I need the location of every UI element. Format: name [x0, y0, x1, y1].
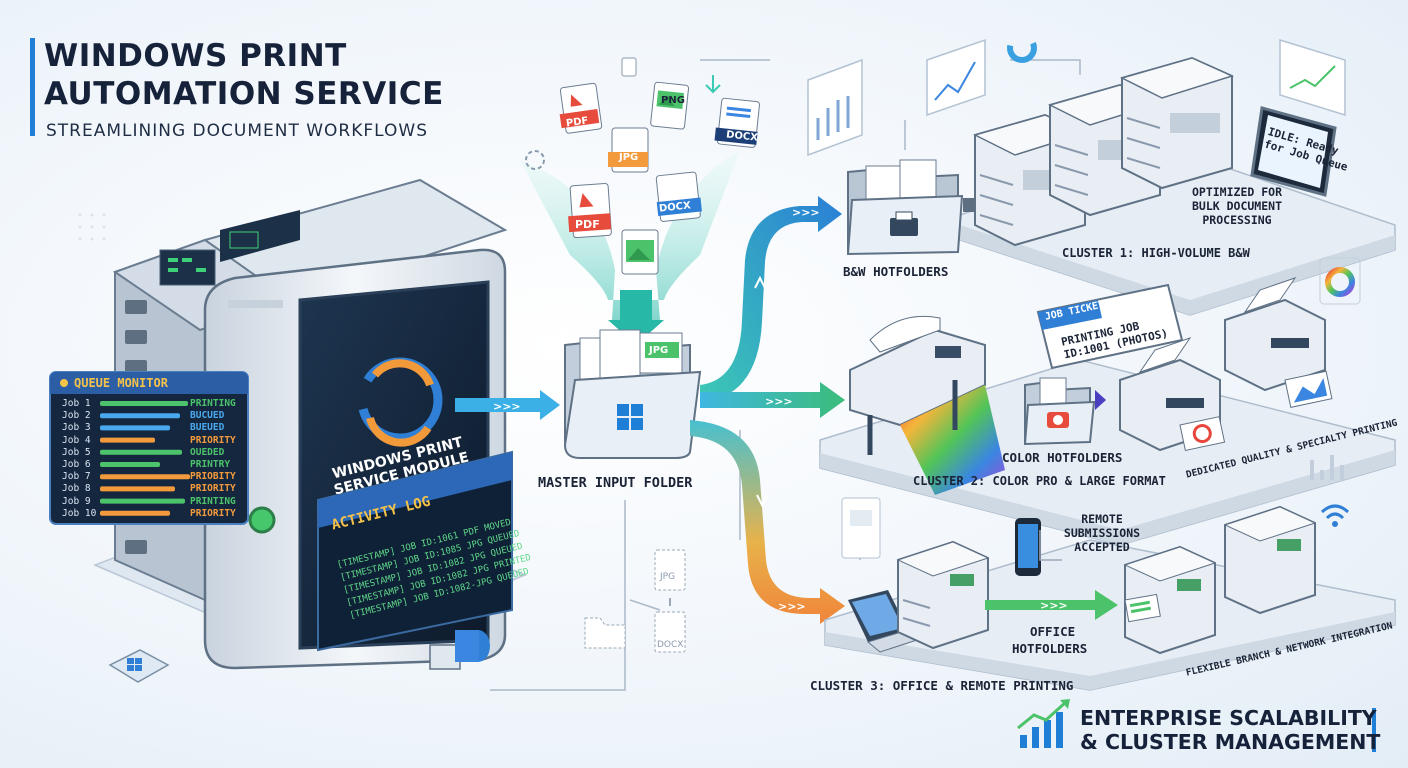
queue-job-status: PRINTING — [190, 495, 236, 507]
file-png: PNG — [661, 95, 685, 106]
queue-job-status: PRIORITY — [190, 483, 236, 495]
queue-job-bar — [100, 401, 188, 406]
flow-to-bw: >>> — [700, 196, 842, 402]
flow-to-color: >>> — [700, 382, 845, 418]
decor-trend — [1289, 65, 1336, 89]
page-subtitle: STREAMLINING DOCUMENT WORKFLOWS — [46, 121, 429, 141]
cluster3-remote-line3: ACCEPTED — [1074, 540, 1130, 554]
job-ticket-graphic — [1036, 283, 1184, 370]
server-to-folder-arrow: >>> — [455, 390, 560, 420]
queue-monitor-panel — [49, 371, 249, 525]
queue-job-bar — [100, 486, 175, 492]
idle-display — [1250, 106, 1337, 197]
title-accent-bar — [30, 38, 35, 136]
cluster1-note-line3: PROCESSING — [1202, 213, 1272, 227]
production-printers — [972, 56, 1235, 247]
file-pdf-mid: PDF — [575, 218, 600, 231]
queue-job-bar — [100, 413, 180, 419]
queue-job-bar — [100, 510, 170, 516]
queue-job-name: Job 9 — [62, 495, 91, 507]
bw-folder-label: B&W HOTFOLDERS — [843, 264, 949, 279]
queue-job-bar — [100, 498, 185, 504]
queue-job-status: BUCUED — [190, 410, 225, 422]
cluster3-remote-line1: REMOTE — [1081, 512, 1123, 526]
flying-files — [525, 57, 760, 275]
background-dots — [78, 213, 106, 241]
svg-text:>>>: >>> — [765, 395, 793, 408]
queue-job-name: Job 3 — [62, 422, 91, 434]
file-small-jpg: JPG — [660, 572, 676, 582]
office-flow-arrow: >>> — [985, 590, 1118, 620]
page-title-line2: AUTOMATION SERVICE — [44, 76, 444, 112]
activity-log-panel — [317, 450, 513, 652]
decor-donut — [1007, 33, 1037, 63]
queue-job-name: Job 7 — [62, 471, 91, 483]
footer-line2: & CLUSTER MANAGEMENT — [1080, 730, 1381, 754]
office-folder-label-line1: OFFICE — [1030, 624, 1076, 639]
cluster1-label: CLUSTER 1: HIGH-VOLUME B&W — [1062, 246, 1250, 260]
windows-logo-tile — [108, 649, 170, 683]
cluster1-note-line1: OPTIMIZED FOR — [1191, 185, 1282, 199]
queue-job-name: Job 4 — [62, 434, 91, 446]
queue-job-status: PRINTRY — [190, 459, 231, 470]
cluster2-label: CLUSTER 2: COLOR PRO & LARGE FORMAT — [913, 474, 1166, 488]
queue-job-bar — [100, 425, 170, 431]
queue-job-status: PRIORITY — [190, 434, 236, 446]
master-folder-label: MASTER INPUT FOLDER — [538, 475, 693, 491]
queue-job-name: Job 8 — [62, 483, 91, 495]
file-folder-jpg: JPG — [649, 345, 669, 356]
color-folder-graphic — [1023, 377, 1106, 446]
queue-job-bar — [100, 462, 160, 467]
footer-line1: ENTERPRISE SCALABILITY — [1080, 706, 1377, 730]
queue-job-status: PRINTING — [190, 398, 236, 409]
queue-job-name: Job 10 — [62, 507, 97, 519]
queue-bars — [100, 401, 190, 516]
queue-job-name: Job 1 — [62, 398, 91, 409]
decor-charts — [807, 38, 1346, 157]
queue-job-bar — [100, 449, 182, 455]
thin-lines — [490, 59, 1081, 691]
large-format-printer — [849, 315, 1005, 495]
connector-cylinder — [429, 630, 490, 670]
page-title-line1: WINDOWS PRINT — [44, 38, 347, 74]
office-devices — [841, 455, 1350, 655]
svg-text:>>>: >>> — [792, 206, 820, 219]
flow-to-office: >>> — [690, 420, 845, 624]
cluster3-remote-line2: SUBMISSIONS — [1063, 526, 1141, 540]
queue-job-status: OUEDED — [190, 446, 225, 458]
cluster3-label: CLUSTER 3: OFFICE & REMOTE PRINTING — [810, 678, 1074, 693]
cluster3-remote-note: REMOTE SUBMISSIONS ACCEPTED — [1058, 512, 1146, 554]
chart-up-icon — [1017, 699, 1070, 748]
queue-job-name: Job 6 — [62, 459, 91, 470]
queue-monitor-title: QUEUE MONITOR — [74, 376, 168, 390]
decor-line-chart — [934, 61, 976, 101]
svg-text:>>>: >>> — [1040, 599, 1068, 612]
queue-job-bar — [100, 474, 190, 480]
queue-job-name: Job 5 — [62, 446, 91, 458]
cluster1-note-line2: BULK DOCUMENT — [1191, 199, 1282, 213]
svg-text:>>>: >>> — [493, 400, 521, 413]
decor-chart-bars — [816, 96, 850, 140]
cluster1-note: OPTIMIZED FOR BULK DOCUMENT PROCESSING — [1182, 185, 1292, 227]
small-files-stack — [584, 549, 686, 653]
queue-job-status: BUEUED — [190, 422, 225, 434]
queue-job-status: PRIOBITY — [190, 471, 236, 483]
footer-accent-bar — [1372, 708, 1376, 752]
file-jpg: JPG — [619, 152, 639, 163]
svg-text:>>>: >>> — [778, 600, 806, 613]
file-small-docx: DOCX — [657, 640, 684, 650]
queue-job-bar — [100, 437, 155, 443]
desktop-printers — [1119, 257, 1361, 452]
color-folder-label: COLOR HOTFOLDERS — [1002, 450, 1123, 465]
queue-job-status: PRIORITY — [190, 507, 236, 519]
master-folder-graphic — [563, 329, 702, 459]
office-folder-label-line2: HOTFOLDERS — [1012, 641, 1088, 656]
queue-job-name: Job 2 — [62, 410, 91, 422]
